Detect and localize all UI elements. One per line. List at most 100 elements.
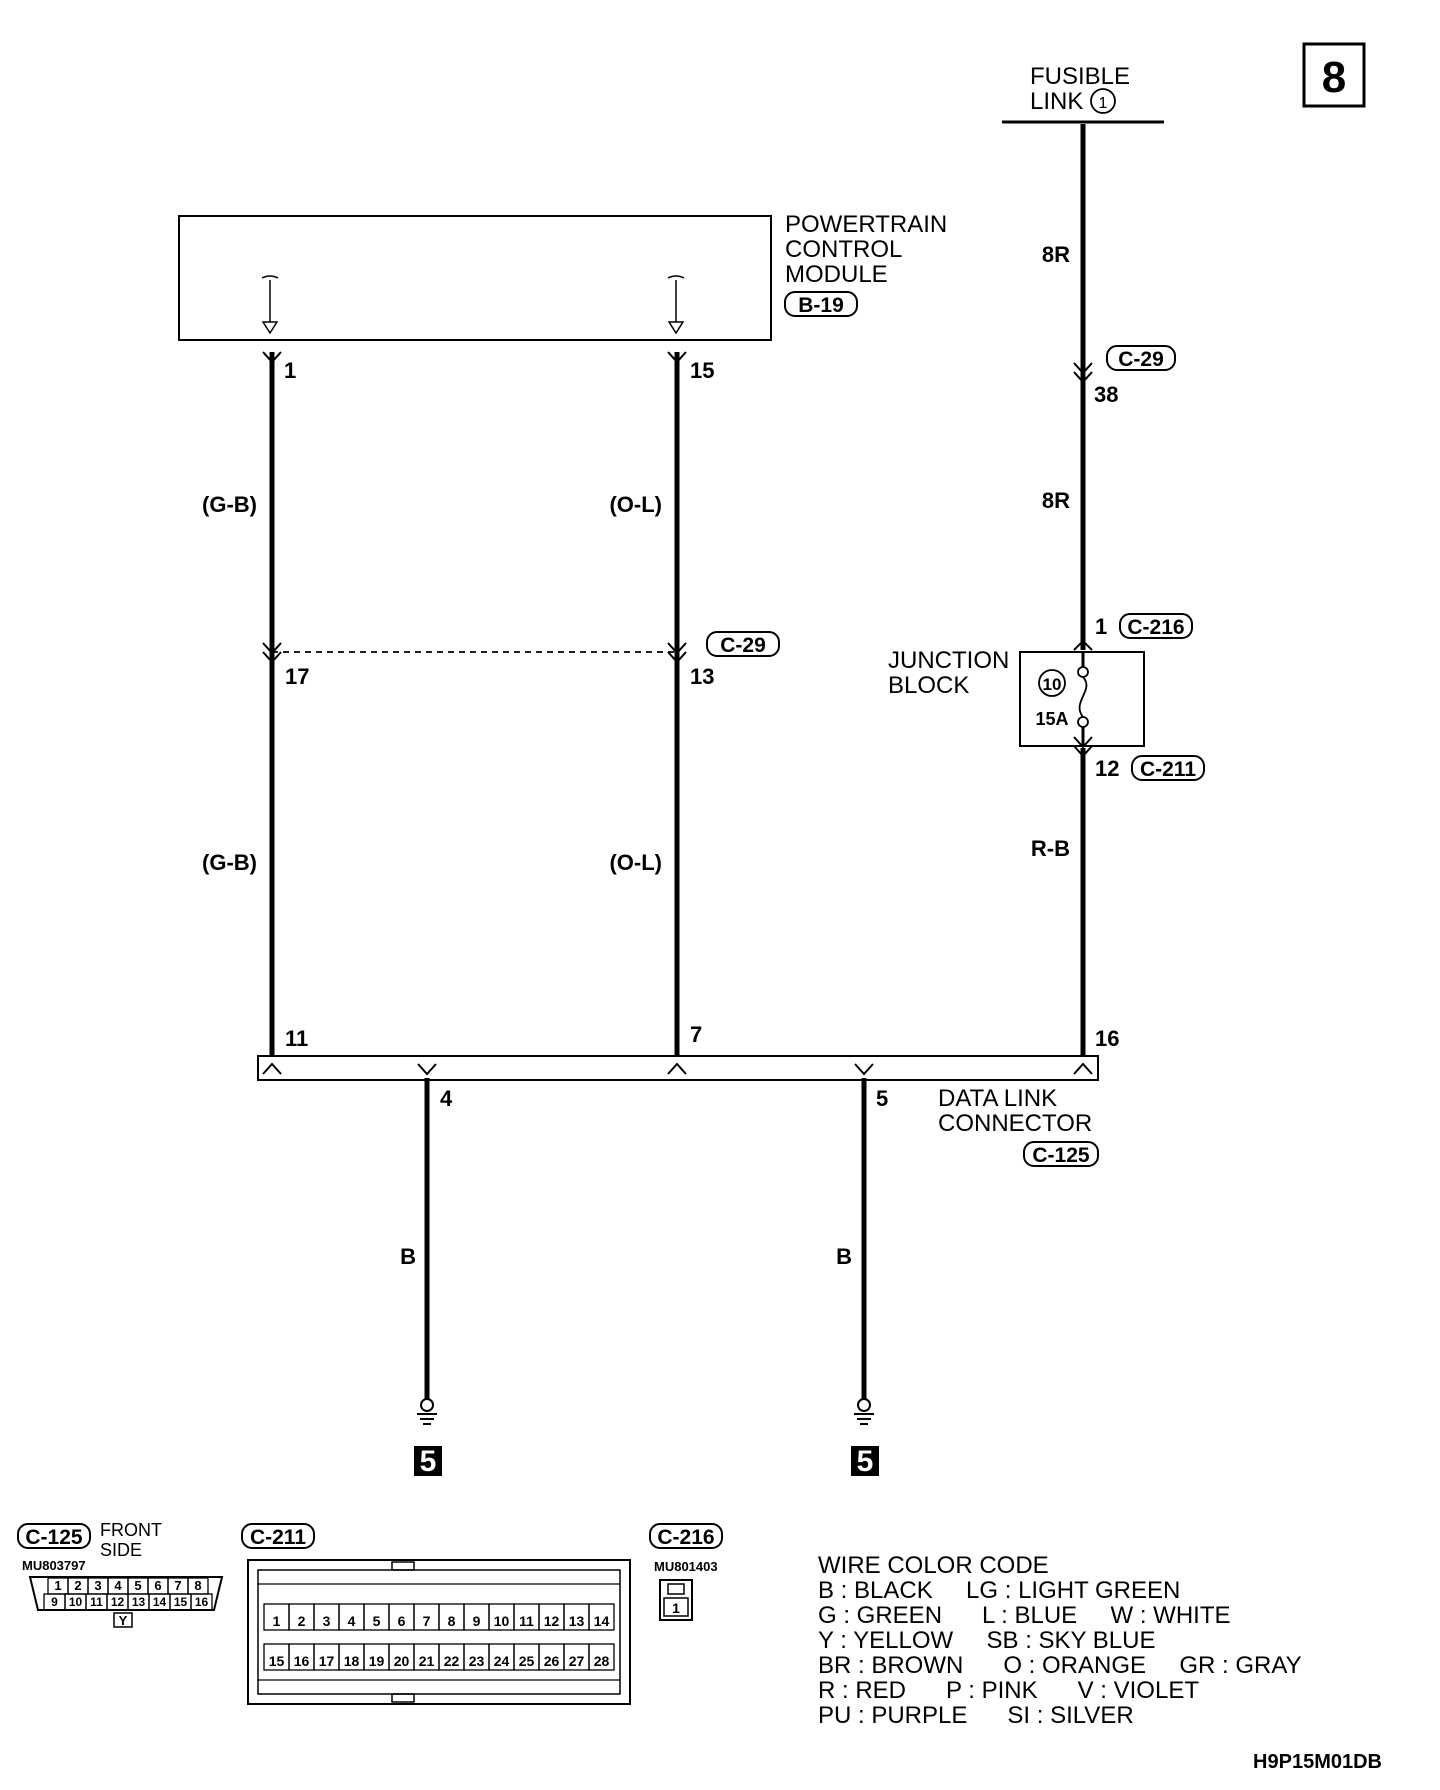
- pcm-label-1: POWERTRAIN: [785, 211, 947, 238]
- pin-cell: [588, 1643, 615, 1671]
- dlc-label-2: CONNECTOR: [938, 1110, 1092, 1137]
- c211-view-label: C-211: [250, 1526, 306, 1549]
- pin-c211-12: 12: [1095, 756, 1119, 781]
- pin-number: 11: [519, 1613, 534, 1629]
- c216-part-number: MU801403: [654, 1559, 718, 1574]
- pin-c29-38: 38: [1094, 382, 1118, 407]
- pin-number: 12: [111, 1595, 125, 1609]
- ground-right: 5: [851, 1398, 879, 1478]
- pin-number: 2: [298, 1613, 306, 1629]
- wire-left-lower: (G-B): [202, 850, 257, 875]
- pin-cell: [588, 1603, 615, 1631]
- pin-number: 15: [174, 1595, 188, 1609]
- pin-number: 9: [473, 1613, 481, 1629]
- connector-view-c216: C-216 MU801403 1: [649, 1523, 723, 1621]
- c29-mid-ref: C-29: [720, 634, 766, 657]
- dlc-connector-ref: C-125: [1032, 1144, 1090, 1167]
- c29-top-ref: C-29: [1118, 348, 1164, 371]
- data-link-connector: DATA LINK CONNECTOR C-125: [257, 1055, 1099, 1167]
- pcm-connector-ref: B-19: [798, 294, 844, 317]
- pin-dlc-16: 16: [1095, 1026, 1119, 1051]
- pin-number: 2: [74, 1578, 81, 1593]
- pin-number: 6: [398, 1613, 406, 1629]
- pin-number: 23: [469, 1653, 485, 1669]
- fusible-link-number: 1: [1099, 95, 1108, 112]
- pin-number: 20: [394, 1653, 410, 1669]
- wire-mid-upper: (O-L): [609, 492, 662, 517]
- legend-line: Y : YELLOW SB : SKY BLUE: [818, 1627, 1156, 1654]
- pin-number: 12: [544, 1613, 560, 1629]
- fusible-link-label-1: FUSIBLE: [1030, 63, 1130, 90]
- wire-right-lower: R-B: [1031, 836, 1070, 861]
- pin-number: 9: [51, 1595, 58, 1609]
- legend-line: G : GREEN L : BLUE W : WHITE: [818, 1602, 1231, 1629]
- pin-number: 13: [569, 1613, 585, 1629]
- pin-c29-13: 13: [690, 664, 714, 689]
- pin-number: 4: [114, 1578, 122, 1593]
- fuse-number: 10: [1043, 675, 1062, 694]
- c125-note-1: FRONT: [100, 1520, 162, 1540]
- pin-number: 3: [94, 1578, 101, 1593]
- pin-number: 1: [273, 1613, 281, 1629]
- junction-block-label-1: JUNCTION: [888, 647, 1009, 674]
- legend-line: BR : BROWN O : ORANGE GR : GRAY: [818, 1652, 1302, 1679]
- wire-mid-lower: (O-L): [609, 850, 662, 875]
- fuse-rating: 15A: [1035, 709, 1068, 729]
- c125-note-2: SIDE: [100, 1540, 142, 1560]
- pin-number: 14: [153, 1595, 167, 1609]
- pin-number: 3: [323, 1613, 331, 1629]
- pcm-label-3: MODULE: [785, 261, 888, 288]
- pin-number: 14: [594, 1613, 610, 1629]
- pin-number: 18: [344, 1653, 360, 1669]
- pin-dlc-5: 5: [876, 1086, 888, 1111]
- pin-number: 13: [132, 1595, 146, 1609]
- c216-view-label: C-216: [657, 1526, 714, 1549]
- pin-number: 17: [319, 1653, 335, 1669]
- wire-right-mid: 8R: [1042, 488, 1070, 513]
- wire-color-legend: WIRE COLOR CODE B : BLACK LG : LIGHT GRE…: [818, 1552, 1302, 1729]
- pin-number: 26: [544, 1653, 560, 1669]
- dlc-label-1: DATA LINK: [938, 1085, 1057, 1112]
- legend-line: PU : PURPLE SI : SILVER: [818, 1702, 1134, 1729]
- pin-dlc-11: 11: [285, 1026, 308, 1051]
- legend-title: WIRE COLOR CODE: [818, 1552, 1049, 1579]
- fusible-link-label-2: LINK: [1030, 88, 1083, 115]
- pin-number: 4: [348, 1613, 356, 1629]
- powertrain-control-module: POWERTRAIN CONTROL MODULE B-19: [178, 211, 947, 341]
- legend-line: B : BLACK LG : LIGHT GREEN: [818, 1577, 1180, 1604]
- pin-number: 16: [195, 1595, 209, 1609]
- wires: [269, 124, 1086, 1400]
- pin-number: 5: [134, 1578, 141, 1593]
- pin-number: 8: [448, 1613, 456, 1629]
- pin-number: 5: [373, 1613, 381, 1629]
- pin-number: 19: [369, 1653, 385, 1669]
- c211-ref: C-211: [1140, 758, 1196, 781]
- pin-number: 27: [569, 1653, 585, 1669]
- pin-c216-1: 1: [1095, 614, 1107, 639]
- legend-line: R : RED P : PINK V : VIOLET: [818, 1677, 1199, 1704]
- pin-number: 11: [90, 1595, 103, 1609]
- pin-number: 8: [194, 1578, 201, 1593]
- pin-cell: [190, 1593, 213, 1611]
- pcm-label-2: CONTROL: [785, 236, 902, 263]
- pin-number: 25: [519, 1653, 535, 1669]
- page-number: 8: [1322, 53, 1346, 102]
- pin-dlc-7: 7: [690, 1022, 702, 1047]
- diagram-code: H9P15M01DB: [1253, 1751, 1382, 1773]
- c125-view-label: C-125: [25, 1526, 83, 1549]
- wire-ground-right: B: [836, 1244, 852, 1269]
- fusible-link: FUSIBLE LINK 1: [1002, 63, 1164, 124]
- pin-number: 22: [444, 1653, 460, 1669]
- pin-dlc-4: 4: [440, 1086, 453, 1111]
- pin-pcm-1: 1: [284, 358, 296, 383]
- pin-number: 7: [174, 1578, 181, 1593]
- pin-number: 21: [419, 1653, 435, 1669]
- pin-number: 1: [54, 1578, 61, 1593]
- pin-number: 24: [494, 1653, 510, 1669]
- pin-number: 16: [294, 1653, 310, 1669]
- c216-ref: C-216: [1127, 616, 1184, 639]
- connector-refs: C-29 C-29 C-216 C-211: [706, 345, 1205, 781]
- pin-c29-17: 17: [285, 664, 309, 689]
